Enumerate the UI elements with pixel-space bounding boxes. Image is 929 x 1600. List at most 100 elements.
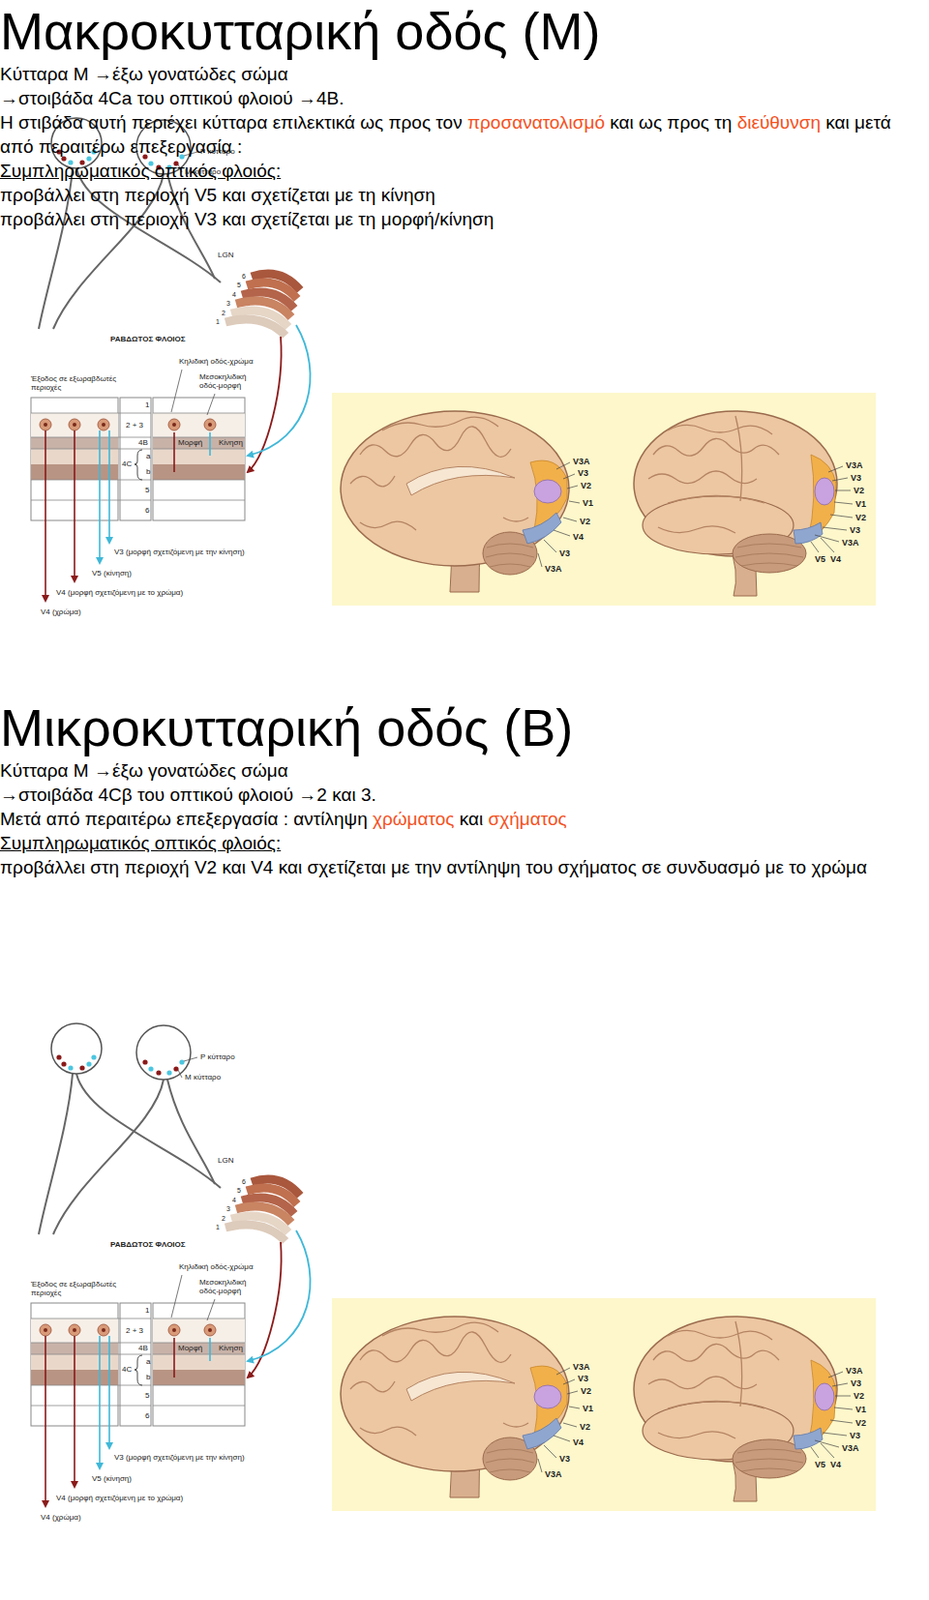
diagram-label: 5: [145, 1391, 150, 1401]
area-label: V3: [577, 1374, 589, 1384]
body-text: χρώματος: [372, 809, 455, 830]
diagram-label: LGN: [217, 1156, 234, 1166]
text-paragraph: προβάλλει στη περιοχή V5 και σχετίζεται …: [0, 182, 929, 208]
area-label: V3A: [841, 1443, 860, 1454]
diagram-label: 1: [215, 1224, 220, 1232]
diagram-label: M κύτταρο: [184, 167, 221, 177]
text-paragraph: προβάλλει στη περιοχή V3 και σχετίζεται …: [0, 207, 929, 232]
diagram-label: 4C: [121, 459, 132, 469]
body-text: προβάλλει στη περιοχή V2 και V4 και σχετ…: [0, 857, 868, 878]
diagram-label: 5: [145, 485, 150, 495]
diagram-label: 4C: [121, 1365, 132, 1375]
text-paragraph: →στοιβάδα 4Cβ του οπτικού φλοιού →2 και …: [0, 782, 929, 808]
area-label: V3: [849, 525, 861, 536]
diagram-label: 2: [221, 1215, 226, 1224]
diagram-label: V4 (μορφή σχετιζόμενη με το χρώμα): [56, 1494, 183, 1503]
area-label: V2: [855, 512, 867, 523]
area-label: V2: [580, 480, 592, 491]
area-label: V2: [580, 1386, 592, 1397]
area-label: V3A: [544, 564, 563, 574]
text-paragraph: Κύτταρα M →έξω γονατώδες σώμα: [0, 61, 929, 87]
diagram-label: Κηλιδική οδός-χρώμα: [179, 357, 254, 366]
area-label: V5: [814, 554, 826, 565]
diagram-label: Μορφή: [178, 438, 203, 448]
diagram-label: Μεσοκηλιδική οδός-μορφή: [199, 1278, 260, 1296]
diagram-label: 5: [237, 1187, 241, 1196]
text-paragraph: προβάλλει στη περιοχή V2 και V4 και σχετ…: [0, 855, 929, 880]
area-label: V1: [582, 498, 594, 509]
body-text: και ως προς τη: [609, 112, 732, 133]
diagram-label: 6: [145, 506, 150, 515]
area-label: V2: [579, 516, 591, 527]
diagram-label: Κίνηση: [218, 1344, 243, 1353]
diagram-label: LGN: [217, 250, 234, 260]
text-paragraph: Συμπληρωματικός οπτικός φλοιός:: [0, 831, 929, 856]
text-paragraph: Κύτταρα M →έξω γονατώδες σώμα: [0, 758, 929, 783]
diagram-label: 2: [221, 309, 226, 318]
diagram-label: 4B: [138, 1344, 149, 1353]
diagram-label: 2 + 3: [125, 420, 144, 430]
diagram-label: 4: [232, 1197, 237, 1205]
area-label: V4: [830, 1460, 841, 1470]
diagram-label: V5 (κίνηση): [91, 569, 132, 578]
area-label: V5: [814, 1460, 826, 1470]
diagram-label: P κύτταρο: [200, 1052, 236, 1062]
area-label: V3: [577, 468, 589, 479]
diagram-label: Κηλιδική οδός-χρώμα: [179, 1262, 254, 1272]
diagram-label: 3: [226, 299, 231, 308]
body-text: Μετά από περαιτέρω επεξεργασία : αντίληψ…: [0, 809, 368, 830]
body-text: Κύτταρα M →έξω γονατώδες σώμα: [0, 760, 289, 781]
text-paragraph: Συμπληρωματικός οπτικός φλοιός:: [0, 158, 929, 183]
slide-frame: Μικροκυτταρική οδός (B)Κύτταρα M →έξω γο…: [0, 696, 929, 1392]
area-label: V1: [855, 499, 867, 510]
body-text: Συμπληρωματικός οπτικός φλοιός:: [0, 160, 281, 181]
diagram-label: V4 (χρώμα): [40, 1513, 82, 1523]
diagram-label: V5 (κίνηση): [91, 1474, 132, 1484]
diagram-label: V4 (χρώμα): [40, 607, 82, 617]
area-label: V2: [579, 1422, 591, 1433]
area-label: V1: [855, 1405, 867, 1415]
diagram-label: 3: [226, 1205, 231, 1214]
area-label: V3A: [845, 460, 864, 471]
area-label: V3A: [841, 538, 860, 548]
diagram-label: Μεσοκηλιδική οδός-μορφή: [199, 372, 260, 390]
text-paragraph: Μετά από περαιτέρω επεξεργασία : αντίληψ…: [0, 807, 929, 832]
slide-title: Μακροκυτταρική οδός (M): [0, 0, 929, 62]
diagram-label: 5: [237, 281, 241, 290]
body-text: →στοιβάδα 4Cβ του οπτικού φλοιού →2 και …: [0, 784, 377, 806]
area-label: V3A: [845, 1366, 864, 1377]
diagram-label: 1: [215, 318, 220, 327]
text-paragraph: Η στιβάδα αυτή περιέχει κύτταρα επιλεκτι…: [0, 110, 929, 159]
diagram-label: V3 (μορφή σχετιζόμενη με την κίνηση): [114, 547, 245, 557]
diagram-label: Έξοδος σε εξωραβδωτές περιοχές: [30, 374, 128, 392]
slide-illustration: [30, 1023, 876, 1512]
diagram-label: Έξοδος σε εξωραβδωτές περιοχές: [30, 1280, 128, 1298]
body-text: Κύτταρα M →έξω γονατώδες σώμα: [0, 63, 289, 85]
diagram-label: V3 (μορφή σχετιζόμενη με την κίνηση): [114, 1453, 245, 1463]
area-label: V3: [559, 1454, 570, 1465]
text-paragraph: →στοιβάδα 4Ca του οπτικού φλοιού →4B.: [0, 86, 929, 111]
area-label: V1: [582, 1404, 594, 1414]
area-label: V2: [855, 1418, 867, 1429]
body-text: προβάλλει στη περιοχή V5 και σχετίζεται …: [0, 184, 436, 206]
slide-body: Κύτταρα M →έξω γονατώδες σώμα →στοιβάδα 4…: [0, 758, 929, 880]
diagram-label: 4B: [138, 438, 149, 448]
diagram-label: 4: [232, 291, 237, 300]
diagram-label: 1: [145, 1306, 150, 1316]
body-text: προβάλλει στη περιοχή V3 και σχετίζεται …: [0, 209, 494, 230]
diagram-label: P κύτταρο: [200, 147, 236, 156]
area-label: V4: [830, 554, 841, 565]
body-text: και: [459, 809, 483, 830]
diagram-label: 6: [241, 272, 246, 281]
area-label: V4: [572, 532, 584, 542]
diagram-label: 1: [145, 400, 150, 410]
area-label: V3: [850, 473, 862, 483]
diagram-label: 6: [241, 1178, 246, 1187]
body-text: προσανατολισμό: [467, 112, 605, 133]
body-text: Συμπληρωματικός οπτικός φλοιός:: [0, 833, 281, 854]
diagram-label: Μορφή: [178, 1344, 203, 1353]
diagram-label: ΡΑΒΔΩΤΟΣ ΦΛΟΙΟΣ: [110, 1240, 186, 1250]
area-label: V3: [559, 548, 570, 559]
area-label: V4: [572, 1438, 584, 1448]
